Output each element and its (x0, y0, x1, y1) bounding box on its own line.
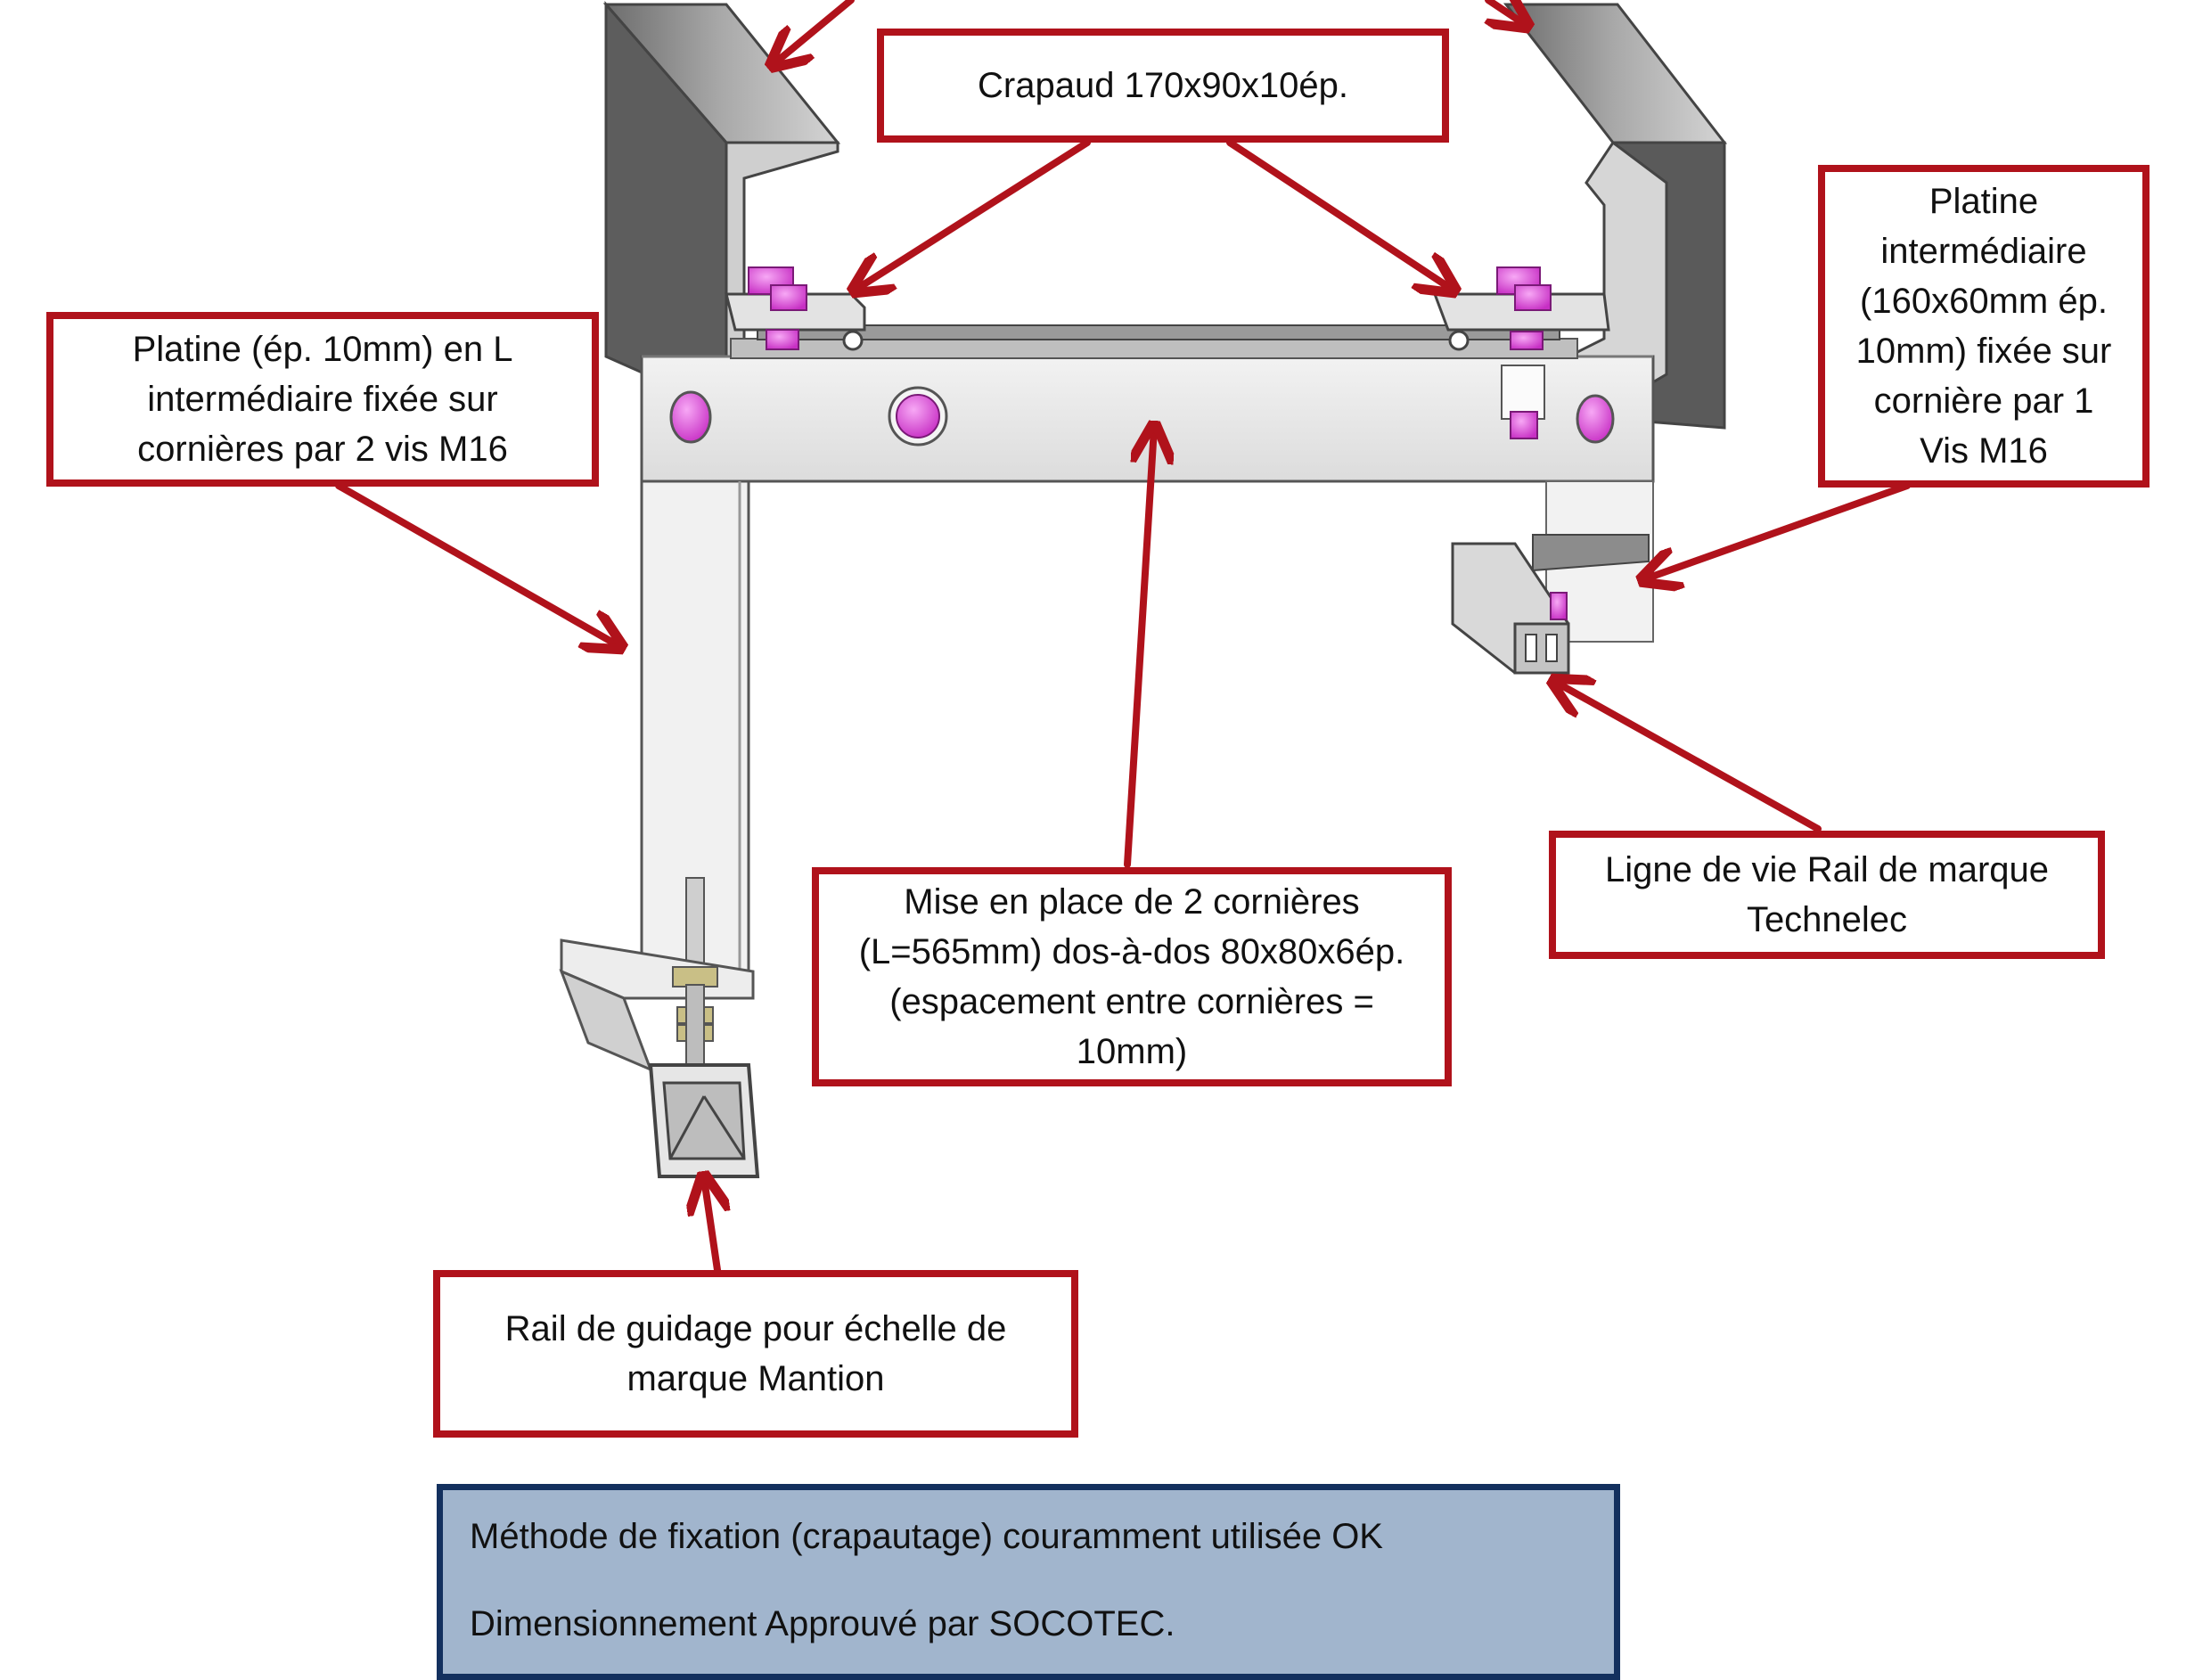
crapaud-callout: Crapaud 170x90x10ép. (877, 29, 1449, 143)
horizontal-angle-plate (640, 324, 1655, 483)
arrow-crapaud-left (856, 139, 1091, 290)
ligne-de-vie-callout: Ligne de vie Rail de marque Technelec (1549, 831, 2105, 959)
arrow-cornieres (1124, 428, 1154, 868)
callout-arrows (335, 0, 1911, 1274)
note-line-fixation: Méthode de fixation (crapautage) couramm… (470, 1517, 1383, 1556)
arrow-crapaud-right (1226, 139, 1453, 290)
magenta-bolts (669, 266, 1615, 447)
platine-intermediaire-callout: Platine intermédiaire (160x60mm ép. 10mm… (1818, 165, 2150, 488)
cornieres-callout: Mise en place de 2 cornières (L=565mm) d… (812, 867, 1452, 1086)
arrow-rail-guidage (704, 1178, 717, 1274)
crapaud-clamps (725, 292, 1610, 351)
arrow-ligne-de-vie (1555, 682, 1822, 832)
arrow-top-left (774, 0, 855, 64)
platine-l-callout: Platine (ép. 10mm) en L intermédiaire fi… (46, 312, 599, 487)
guide-rail-assembly (559, 877, 760, 1178)
arrow-platine-intermediaire (1644, 482, 1911, 579)
approval-note: Méthode de fixation (crapautage) couramm… (437, 1484, 1620, 1680)
life-line-rail-assembly (1451, 480, 1654, 675)
note-line-dimensionnement: Dimensionnement Approuvé par SOCOTEC. (470, 1604, 1175, 1643)
arrow-platine-l (335, 482, 619, 646)
arrow-top-right (1488, 0, 1526, 25)
rail-guidage-callout: Rail de guidage pour échelle de marque M… (433, 1270, 1078, 1438)
